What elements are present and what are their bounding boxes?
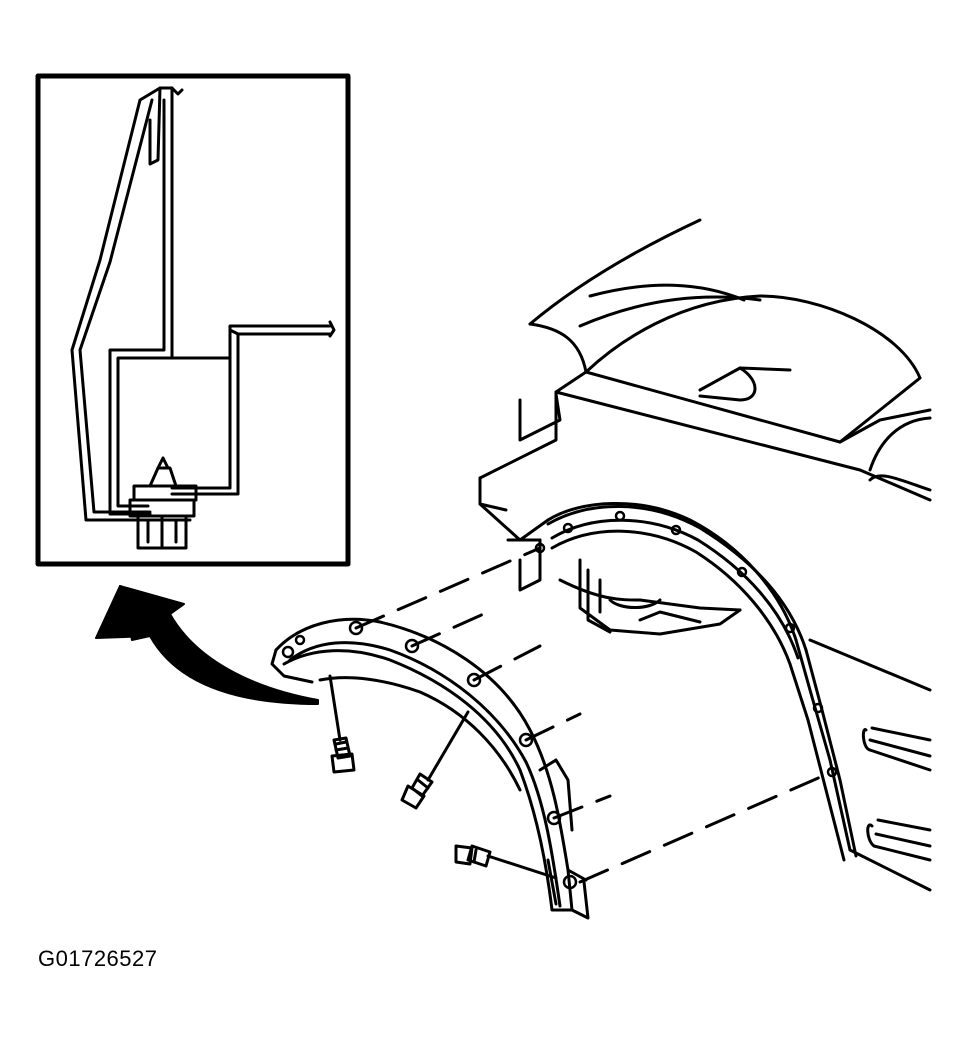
wheel-flare-molding — [270, 617, 590, 920]
alignment-lines — [354, 546, 834, 884]
detail-inset — [35, 73, 351, 567]
installed-flare-outline — [546, 505, 858, 862]
molding-profile — [70, 86, 336, 522]
bolt-icon — [454, 844, 558, 880]
vehicle-fender — [478, 218, 932, 892]
body-clip-holes — [534, 510, 838, 778]
bolt-icon — [328, 674, 356, 774]
callout-arrow-body — [119, 585, 319, 705]
figure-id-label: G01726527 — [38, 946, 158, 971]
flare-clip-holes — [281, 620, 578, 890]
bolt-icon — [400, 710, 470, 810]
curved-arrow-icon — [95, 585, 319, 705]
inset-frame — [35, 73, 351, 567]
push-clip-icon — [128, 456, 198, 550]
